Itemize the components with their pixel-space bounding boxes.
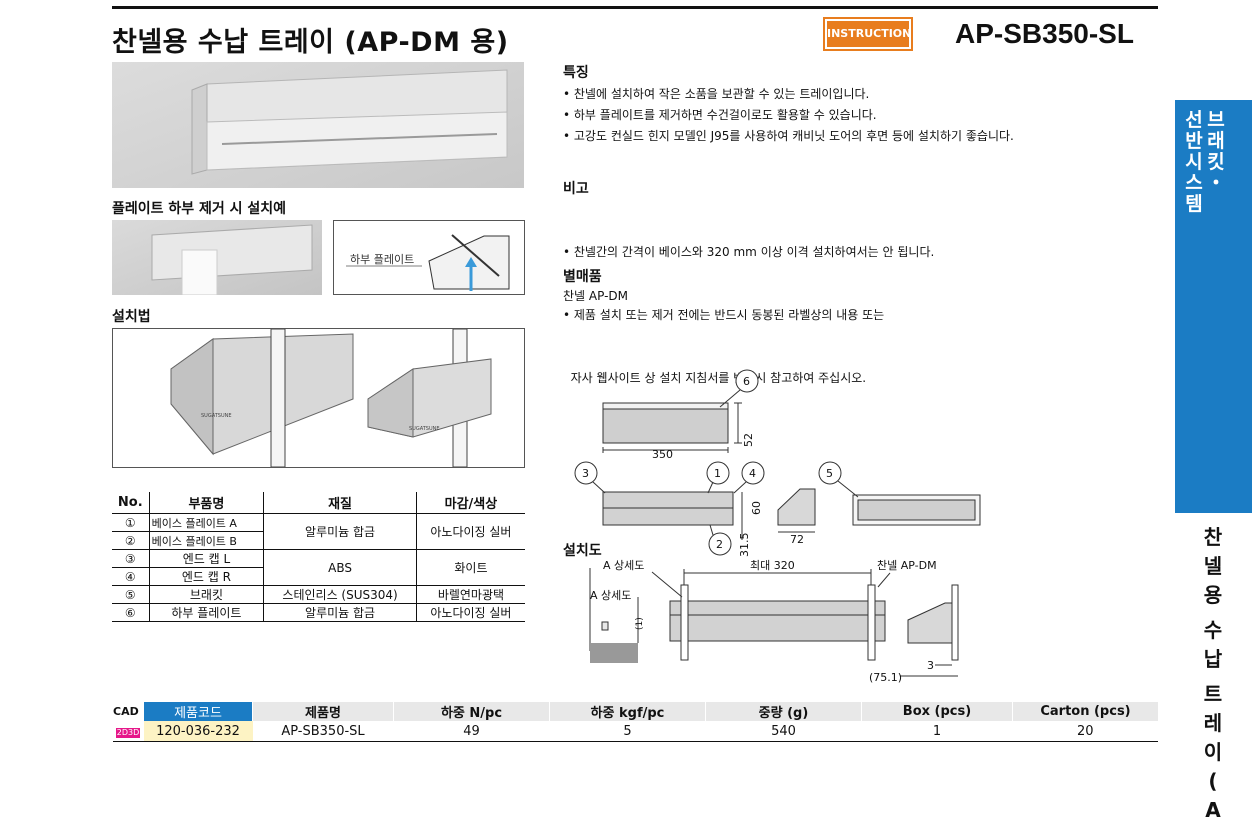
list-item: • 하부 플레이트를 제거하면 수건걸이로도 활용할 수 있습니다. [563, 108, 877, 122]
col-code: 제품코드 [143, 702, 253, 721]
product-photo [112, 62, 524, 188]
dim-60: 60 [750, 501, 763, 515]
plate-label: 하부 플레이트 [350, 252, 414, 266]
max-320: 최대 320 [750, 559, 795, 572]
table-row: ⑤ 브래킷 스테인리스 (SUS304) 바렐연마광택 [112, 585, 525, 604]
separate-item: 찬넬 AP-DM [563, 289, 629, 303]
col-name: 제품명 [252, 702, 394, 721]
install-title: 설치법 [112, 309, 151, 325]
header-rule [112, 6, 1158, 9]
separate-title: 별매품 [563, 269, 602, 285]
table-row: ② 베이스 플레이트 B [112, 531, 525, 550]
list-item: 자사 웹사이트 상 설치 지침서를 반드시 참고하여 주십시오. [563, 371, 867, 385]
plate-removal-diagram: 하부 플레이트 [346, 234, 510, 291]
a-detail-2: A 상세도 [590, 589, 631, 602]
callout-3: 3 [582, 467, 589, 480]
dim-52: 52 [742, 433, 755, 447]
table-row: ④ 엔드 캡 R [112, 567, 525, 586]
table-row: ① 베이스 플레이트 A 알루미늄 합금 아노다이징 실버 [112, 513, 525, 550]
product-code: 120-036-232 [143, 721, 253, 742]
table-row: ⑥ 하부 플레이트 알루미늄 합금 아노다이징 실버 [112, 603, 525, 622]
features-list: • 찬넬에 설치하여 작은 소품을 보관할 수 있는 트레이입니다. • 하부 … [563, 84, 1014, 147]
col-material: 재질 [263, 492, 417, 514]
callout-4: 4 [749, 467, 756, 480]
dim-75-1: (75.1) [869, 671, 902, 684]
col-box: Box (pcs) [861, 702, 1013, 721]
logo-text-1: SUGATSUNE [201, 413, 232, 419]
instruction-badge[interactable]: INSTRUCTION [823, 17, 913, 51]
notes-title: 비고 [563, 181, 589, 197]
col-weight: 중량 (g) [705, 702, 862, 721]
list-item: • 찬넬간의 간격이 베이스와 320 mm 이상 이격 설치하여서는 안 됩니… [563, 245, 935, 259]
list-item: • 고강도 컨실드 힌지 모델인 J95를 사용하여 캐비닛 도어의 후면 등에… [563, 129, 1014, 143]
col-no: No. [112, 492, 150, 514]
dim-3: 3 [927, 659, 934, 672]
dim-31-5: 31.5 [738, 533, 751, 558]
technical-drawing: 350 52 60 31.5 72 6 3 1 4 5 2 최대 320 A 상… [574, 369, 981, 684]
callout-6: 6 [743, 375, 750, 388]
towel-photo [112, 220, 322, 296]
dim-1: (1) [635, 617, 645, 630]
model-number: AP-SB350-SL [955, 18, 1134, 49]
col-finish: 마감/색상 [415, 492, 525, 514]
cad-table: CAD 제품코드 제품명 하중 N/pc 하중 kgf/pc 중량 (g) Bo… [112, 702, 1158, 742]
a-detail: A 상세도 [603, 559, 644, 572]
callout-5: 5 [826, 467, 833, 480]
dim-350: 350 [652, 448, 673, 461]
callout-2: 2 [716, 538, 723, 551]
cad-download-icon[interactable]: 2D3D [112, 721, 144, 742]
col-cad: CAD [112, 702, 144, 721]
product-name: AP-SB350-SL [252, 721, 394, 742]
parts-table: No. 부품명 재질 마감/색상 ① 베이스 플레이트 A 알루미늄 합금 아노… [112, 492, 525, 622]
notes-list: • 찬넬간의 간격이 베이스와 320 mm 이상 이격 설치하여서는 안 됩니… [563, 200, 934, 410]
install-diagram: SUGATSUNE SUGATSUNE [112, 328, 525, 468]
plate-diagram: 하부 플레이트 [333, 220, 525, 295]
sidebar-tab-shelf-system[interactable]: 선 반 시 스 템 브 래 킷 ・ [1175, 100, 1252, 513]
col-load-kgf: 하중 kgf/pc [549, 702, 706, 721]
col-carton: Carton (pcs) [1012, 702, 1158, 721]
col-part: 부품명 [148, 492, 264, 514]
install-illustration: SUGATSUNE SUGATSUNE [170, 328, 492, 468]
col-load-n: 하중 N/pc [393, 702, 550, 721]
drawing-install-title: 설치도 [563, 543, 602, 559]
table-row: ③ 엔드 캡 L ABS 화이트 [112, 549, 525, 586]
towel-tray-illustration [151, 224, 313, 296]
channel-label: 찬넬 AP-DM [877, 558, 937, 572]
sidebar-col-1: 선 반 시 스 템 [1185, 109, 1203, 215]
logo-text-2: SUGATSUNE [409, 426, 440, 432]
features-title: 특징 [563, 65, 589, 81]
page-title: 찬넬용 수납 트레이 (AP-DM 용) [112, 27, 509, 58]
list-item: • 제품 설치 또는 제거 전에는 반드시 동봉된 라벨상의 내용 또는 [563, 308, 885, 322]
plate-caption: 플레이트 하부 제거 시 설치예 [112, 201, 287, 217]
tray-illustration [191, 69, 508, 175]
sidebar-col-2: 브 래 킷 ・ [1206, 109, 1226, 194]
sidebar-tray-label: 찬 넬 용 수 납 트 레 이 ( A [1203, 525, 1223, 822]
table-row: 2D3D 120-036-232 AP-SB350-SL 49 5 540 1 … [112, 721, 1158, 742]
callout-1: 1 [714, 467, 721, 480]
list-item: • 찬넬에 설치하여 작은 소품을 보관할 수 있는 트레이입니다. [563, 87, 870, 101]
sidebar-tab-tray[interactable]: 찬 넬 용 수 납 트 레 이 ( A [1175, 513, 1252, 822]
dim-72: 72 [790, 533, 804, 546]
